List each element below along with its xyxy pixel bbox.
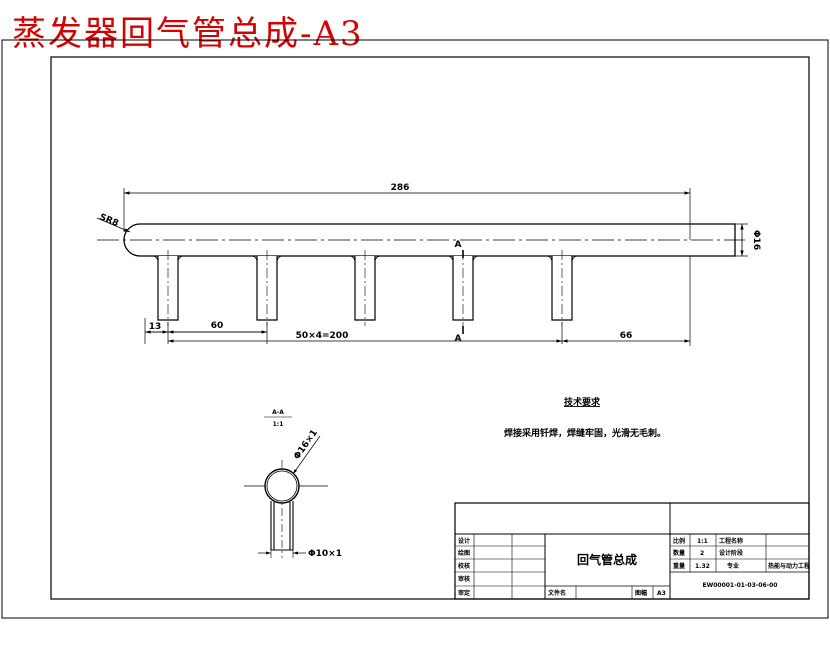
tech-requirements-heading: 技术要求 xyxy=(564,396,601,408)
dimension-lines xyxy=(96,191,744,343)
tech-requirements-text: 焊接采用钎焊，焊缝牢固，光滑无毛刺。 xyxy=(504,427,666,439)
value-ratio: 1:1 xyxy=(697,538,708,545)
title-block xyxy=(454,502,810,600)
part-name: 回气管总成 xyxy=(577,552,637,567)
label-check: 校核 xyxy=(458,562,470,570)
label-sheet: 图幅 xyxy=(635,589,647,597)
value-weight: 1.32 xyxy=(695,563,710,570)
dim-spacing: 60 xyxy=(211,321,224,331)
label-specialty: 专业 xyxy=(727,562,739,570)
label-weight: 重量 xyxy=(673,562,685,570)
section-mark-bottom: A xyxy=(455,334,462,344)
label-approve: 审定 xyxy=(458,589,470,597)
value-quantity: 2 xyxy=(700,550,704,557)
section-view xyxy=(244,416,328,558)
sheet-frame xyxy=(1,39,829,619)
dim-end-offset: 13 xyxy=(149,322,162,332)
label-project: 工程名称 xyxy=(719,537,743,545)
branch-pipe-section xyxy=(270,501,294,550)
sheet-title: 蒸发器回气管总成-A3 xyxy=(12,14,364,54)
value-sheet: A3 xyxy=(657,590,666,597)
label-stage: 设计阶段 xyxy=(719,549,743,557)
main-pipe-section-outer xyxy=(264,468,300,504)
dim-sphere-radius: SR8 xyxy=(98,213,120,230)
label-drafting: 绘图 xyxy=(458,549,470,557)
main-pipe-section-inner xyxy=(266,470,298,502)
label-ratio: 比例 xyxy=(673,537,685,545)
dim-right-length: 66 xyxy=(620,331,633,341)
section-main-pipe-dim: Φ16×1 xyxy=(292,428,320,462)
label-file: 文件名 xyxy=(547,589,566,597)
label-design: 设计 xyxy=(458,537,470,545)
section-scale: 1:1 xyxy=(273,421,284,428)
weld-fillets xyxy=(153,255,577,263)
label-quantity: 数量 xyxy=(673,549,685,557)
section-label: A-A xyxy=(272,409,284,416)
section-branch-pipe-dim: Φ10×1 xyxy=(308,549,342,559)
main-view xyxy=(96,188,748,346)
section-mark-top: A xyxy=(455,240,462,250)
label-review: 审核 xyxy=(458,575,470,583)
dim-spacing-total: 50×4=200 xyxy=(296,331,349,341)
dim-pipe-diameter: Φ16 xyxy=(751,230,761,250)
drawing-number: EW00001-01-03-06-00 xyxy=(703,582,778,589)
branch-centerlines xyxy=(167,250,563,326)
value-specialty: 热能与动力工程 xyxy=(768,562,810,570)
dim-overall-length: 286 xyxy=(391,183,410,193)
